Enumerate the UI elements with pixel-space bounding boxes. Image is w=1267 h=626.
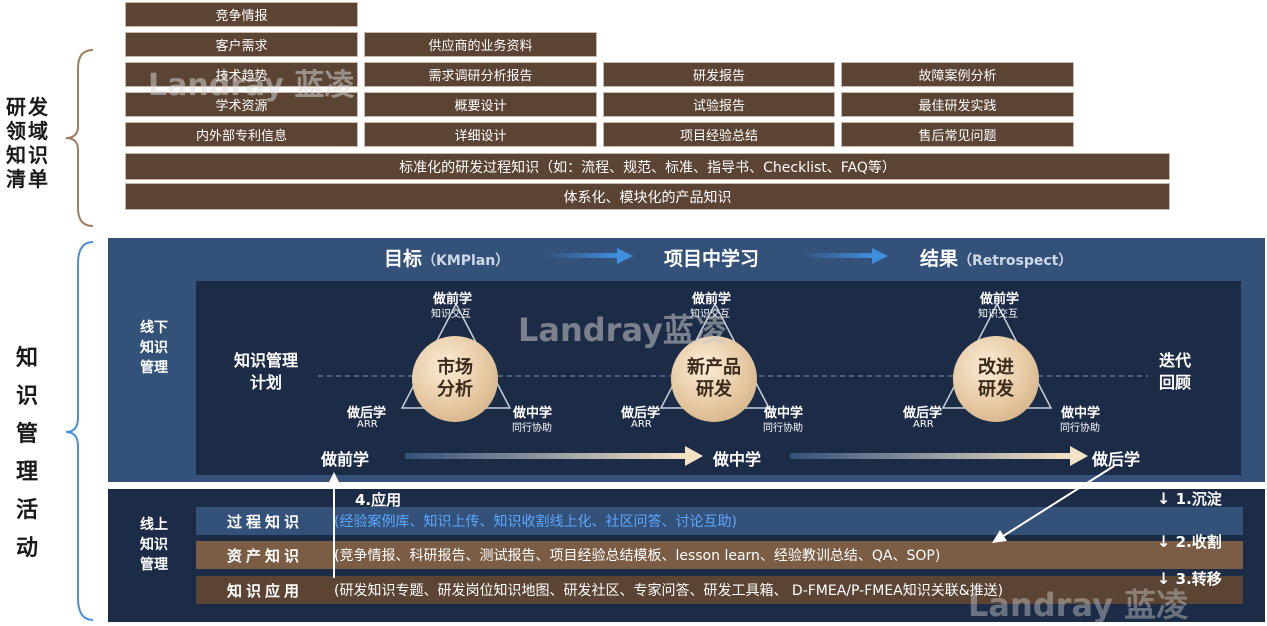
cycle-center: 新产品研发: [671, 336, 757, 422]
list-item: 最佳研发实践: [841, 92, 1074, 117]
step-transfer: ↓ 3.转移: [1157, 569, 1222, 588]
cycle-top-sub: 知识交互: [978, 309, 1018, 320]
row-title: 过程知识: [226, 512, 303, 531]
harvest-arrow: [992, 465, 1115, 543]
activity-brace: [65, 241, 94, 621]
cycle-right-sub: 同行协助: [512, 423, 552, 434]
row-desc: (研发知识专题、研发岗位知识地图、研发社区、专家问答、研发工具箱、 D-FMEA…: [334, 583, 1004, 599]
top-brace: [65, 49, 94, 227]
km-plan-label: 知识管理计划: [233, 351, 298, 392]
cycle-right-label: 做中学: [513, 406, 553, 421]
cycle-right-label: 做中学: [764, 406, 804, 421]
cycle-left-sub: ARR: [913, 419, 934, 430]
list-item: 学术资源: [125, 92, 358, 117]
cycle-left-label: 做后学: [621, 406, 661, 421]
flow-result: 结果（Retrospect）: [920, 248, 1073, 270]
list-item: 客户需求: [125, 32, 358, 57]
cycle-left-sub: ARR: [631, 419, 652, 430]
cycle-top-label: 做前学: [692, 292, 732, 307]
cycle-center: 改进研发: [953, 336, 1039, 422]
row-title: 知识应用: [226, 581, 303, 600]
watermark-logo: Landray 蓝凌: [968, 586, 1189, 624]
cycle-right-label: 做中学: [1061, 406, 1101, 421]
phase-label: 做后学: [1092, 450, 1141, 469]
knowledge-row-asset: 资产知识 (竞争情报、科研报告、测试报告、项目经验总结模板、lesson lea…: [196, 541, 1243, 569]
watermark-logo: Landray蓝凌: [518, 311, 727, 349]
knowledge-list-label: 研发领域知识清单: [6, 95, 50, 191]
phase-label: 做前学: [321, 450, 370, 469]
flow-goal: 目标（KMPlan）: [384, 248, 510, 270]
cycle-left-label: 做后学: [903, 406, 943, 421]
phase-arrow-2: [790, 446, 1088, 466]
cycle-top-label: 做前学: [980, 292, 1020, 307]
cycle-left-label: 做后学: [347, 406, 387, 421]
apply-label: 4.应用: [355, 491, 402, 509]
list-item: 研发报告: [603, 62, 835, 87]
list-item: 项目经验总结: [603, 122, 835, 147]
wide-list-item-process: 标准化的研发过程知识（如：流程、规范、标准、指导书、Checklist、FAQ等…: [125, 153, 1170, 180]
list-item: 售后常见问题: [841, 122, 1074, 147]
phase-arrow-1: [405, 446, 703, 466]
row-desc: (经验案例库、知识上传、知识收割线上化、社区问答、讨论互助): [334, 514, 737, 530]
list-item: 概要设计: [364, 92, 597, 117]
row-desc: (竞争情报、科研报告、测试报告、项目经验总结模板、lesson learn、经验…: [334, 548, 941, 564]
flow-arrow-1: [545, 248, 633, 264]
list-item: 内外部专利信息: [125, 122, 358, 147]
cycle-top-label: 做前学: [433, 292, 473, 307]
row-title: 资产知识: [226, 546, 303, 565]
cycle-top-sub: 知识交互: [690, 309, 730, 320]
step-harvest: ↓ 2.收割: [1157, 532, 1222, 551]
wide-list-item-product: 体系化、模块化的产品知识: [125, 183, 1170, 210]
list-item: 技术趋势: [125, 62, 358, 87]
list-item: 试验报告: [603, 92, 835, 117]
cycle-center: 市场分析: [412, 336, 498, 422]
list-item: 供应商的业务资料: [364, 32, 597, 57]
offline-label: 线下知识管理: [140, 320, 168, 376]
cycle-right-sub: 同行协助: [1060, 423, 1100, 434]
apply-arrow: [328, 472, 340, 578]
cycle-left-sub: ARR: [357, 419, 378, 430]
cycle-top-sub: 知识交互: [431, 309, 471, 320]
flow-arrow-2: [800, 248, 888, 264]
step-sediment: ↓ 1.沉淀: [1157, 489, 1222, 508]
iteration-review-label: 迭代回顾: [1158, 351, 1191, 392]
list-item: 详细设计: [364, 122, 597, 147]
watermark-logo: Landray 蓝凌: [148, 68, 355, 103]
list-item: 故障案例分析: [841, 62, 1074, 87]
cycle-right-sub: 同行协助: [763, 423, 803, 434]
list-item: 竞争情报: [125, 2, 358, 27]
phase-label: 做中学: [713, 450, 762, 469]
knowledge-row-apply: 知识应用 (研发知识专题、研发岗位知识地图、研发社区、专家问答、研发工具箱、 D…: [196, 576, 1243, 604]
activity-label: 知识管理活动: [15, 346, 38, 561]
knowledge-row-process: 过程知识 (经验案例库、知识上传、知识收割线上化、社区问答、讨论互助): [196, 507, 1243, 535]
list-item: 需求调研分析报告: [364, 62, 597, 87]
flow-middle: 项目中学习: [664, 248, 760, 270]
online-label: 线上知识管理: [140, 517, 168, 573]
